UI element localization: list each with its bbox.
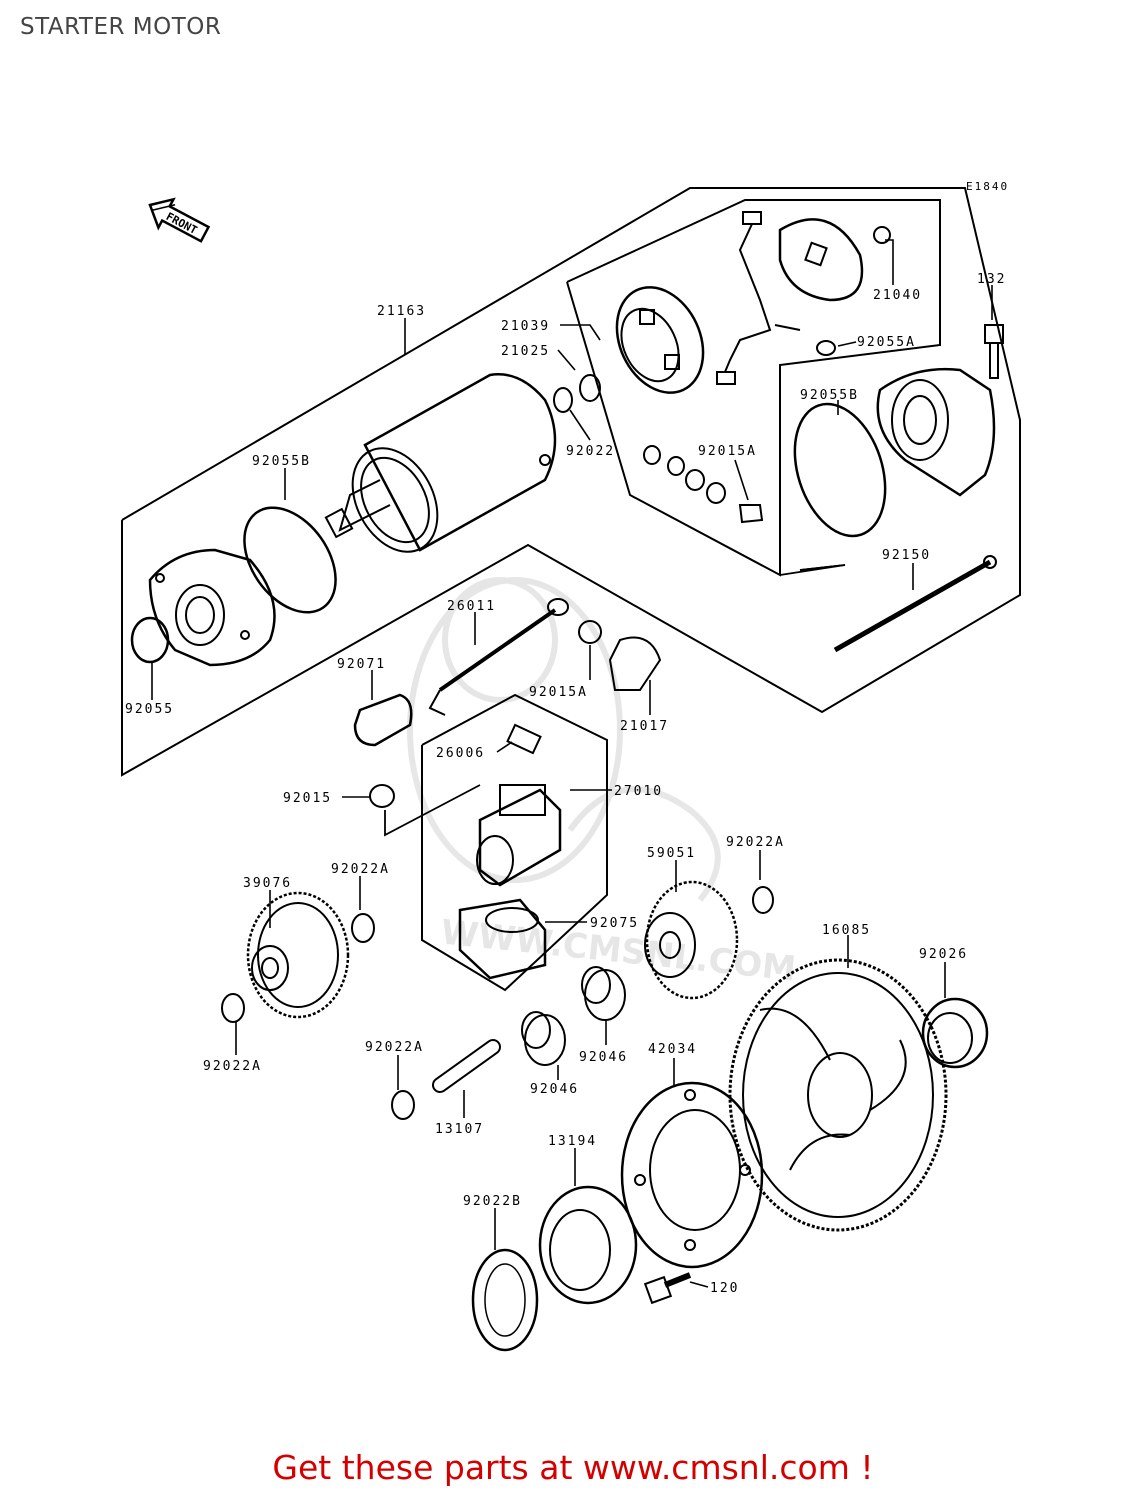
- bearing-92026: [921, 997, 989, 1069]
- front-cover: [148, 548, 276, 667]
- washer-21025: [579, 374, 601, 402]
- label-92015a-lower: 92015A: [529, 685, 588, 700]
- bracket-92075: [458, 898, 547, 980]
- rear-cover: [876, 367, 996, 497]
- through-bolt-92150: [833, 555, 997, 653]
- page-title: STARTER MOTOR: [20, 14, 222, 40]
- clutch-42034: [620, 1081, 764, 1269]
- terminal-lead: [428, 598, 569, 716]
- label-92015: 92015: [283, 791, 332, 806]
- label-27010: 27010: [614, 784, 663, 799]
- label-26011: 26011: [447, 599, 496, 614]
- diagram-code: E1840: [966, 180, 1009, 193]
- watermark-logo: [407, 577, 721, 902]
- solenoid-27010: [476, 784, 562, 887]
- label-92055: 92055: [125, 702, 174, 717]
- label-13107: 13107: [435, 1122, 484, 1137]
- brush-assembly-outline: [566, 199, 941, 577]
- washer-92022b: [471, 1248, 539, 1352]
- label-21025: 21025: [501, 344, 550, 359]
- label-21040: 21040: [873, 288, 922, 303]
- label-39076: 39076: [243, 876, 292, 891]
- o-ring-92055a: [816, 340, 836, 356]
- starter-gear-16085: [728, 958, 948, 1232]
- needle-bearing-92046-b: [581, 966, 626, 1021]
- o-ring-92055: [130, 616, 170, 664]
- label-92022b: 92022B: [463, 1194, 522, 1209]
- label-42034: 42034: [648, 1042, 697, 1057]
- fuse-26006: [506, 723, 542, 755]
- label-92026: 92026: [919, 947, 968, 962]
- shaft-13107: [432, 1039, 501, 1093]
- screw-21040: [873, 226, 891, 244]
- label-92022a-1: 92022A: [726, 835, 785, 850]
- label-92046-b: 92046: [579, 1050, 628, 1065]
- label-132: 132: [977, 272, 1006, 287]
- front-arrow-icon: FRONT: [148, 197, 211, 243]
- nut-92015a-lower: [578, 620, 602, 644]
- cap-92071: [353, 693, 413, 747]
- o-ring-92055b-rear: [793, 402, 887, 538]
- footer-promo-link[interactable]: Get these parts at www.cmsnl.com !: [272, 1448, 874, 1487]
- label-16085: 16085: [822, 923, 871, 938]
- motor-yoke: [324, 373, 557, 553]
- label-92071: 92071: [337, 657, 386, 672]
- idler-gear-39076: [246, 891, 350, 1019]
- label-92055b-rear: 92055B: [800, 388, 859, 403]
- label-21039: 21039: [501, 319, 550, 334]
- needle-bearing-92046-a: [521, 1011, 566, 1066]
- washer-92022a-3: [221, 993, 245, 1023]
- label-92015a-upper: 92015A: [698, 444, 757, 459]
- solenoid-assembly-outline: [421, 693, 608, 992]
- label-92022a-3: 92022A: [203, 1059, 262, 1074]
- label-13194: 13194: [548, 1134, 597, 1149]
- brush-plate: [716, 211, 864, 385]
- washer-stack-92015a: [643, 445, 764, 524]
- label-92022: 92022: [566, 444, 615, 459]
- clutch-housing-13194: [538, 1185, 638, 1305]
- label-92022a-4: 92022A: [365, 1040, 424, 1055]
- label-92046-a: 92046: [530, 1082, 579, 1097]
- boot-21017: [608, 636, 662, 691]
- brush-holder: [615, 286, 705, 394]
- washer-92022a-4: [391, 1090, 415, 1120]
- leader-lines: [151, 239, 993, 1288]
- o-ring-92055b-front: [243, 506, 337, 614]
- label-21163: 21163: [377, 304, 426, 319]
- washer-92022a-1: [752, 886, 774, 914]
- label-92150: 92150: [882, 548, 931, 563]
- label-92055b-front: 92055B: [252, 454, 311, 469]
- label-92055a: 92055A: [857, 335, 916, 350]
- bolt-132: [984, 324, 1004, 379]
- label-26006: 26006: [436, 746, 485, 761]
- bolt-120: [643, 1272, 692, 1305]
- label-21017: 21017: [620, 719, 669, 734]
- label-59051: 59051: [647, 846, 696, 861]
- part-labels: E1840 21163 21039 21025 92022 21040 9205…: [125, 180, 1009, 1296]
- label-120: 120: [710, 1281, 739, 1296]
- motor-assembly-outline: [121, 187, 1021, 777]
- label-92075: 92075: [590, 916, 639, 931]
- idler-gear-59051: [644, 880, 739, 1000]
- nut-92015: [369, 784, 395, 808]
- washer-92022: [553, 387, 573, 413]
- label-92022a-2: 92022A: [331, 862, 390, 877]
- washer-92022a-2: [351, 913, 375, 943]
